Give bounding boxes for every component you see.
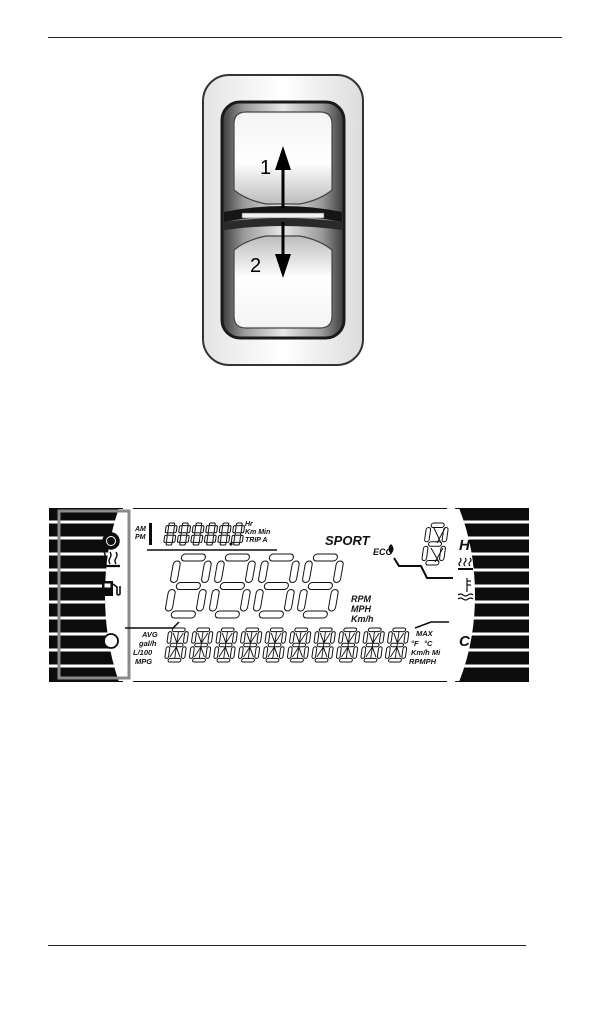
- top-digit-1: [163, 522, 178, 546]
- unit-trip-label: TRIP A: [245, 537, 267, 544]
- right-bar-gauge: [447, 508, 529, 682]
- gear-diagonals: [430, 527, 446, 563]
- top-digit-1: [149, 523, 152, 545]
- top-digit-3: [190, 522, 205, 546]
- heater-small-icon: [458, 557, 473, 570]
- bottom-char-8: [335, 627, 361, 663]
- main-digit-3: [253, 553, 300, 619]
- eco-leaf-icon: [388, 544, 394, 554]
- indicator-light-icon: [102, 532, 120, 550]
- unit-km-min-label: Km Min: [245, 529, 270, 536]
- bottom-char-6: [286, 627, 312, 663]
- temp-cold-label: C: [459, 633, 471, 650]
- top-digit-5: [217, 522, 232, 546]
- main-digit-2: [209, 553, 256, 619]
- indicator-ring-icon: [103, 633, 119, 649]
- icon-highlight-frame: [57, 509, 131, 680]
- bottom-char-3: [213, 627, 238, 663]
- top-digit-2: [176, 522, 191, 546]
- label-deg-c: °C: [424, 639, 433, 648]
- top-rule: [48, 37, 562, 38]
- gear-connector-line: [393, 557, 453, 579]
- label-max: MAX: [416, 629, 434, 638]
- bottom-char-10: [384, 627, 410, 663]
- fuel-icon: [102, 581, 121, 596]
- top-decimal-point: [229, 542, 233, 546]
- temp-hot-label: H: [459, 537, 471, 554]
- rocker-switch-figure: 1 2: [202, 74, 364, 366]
- bottom-right-bracket: [414, 621, 449, 629]
- switch-lower-pad: [233, 235, 333, 329]
- unit-rpm-label: RPM: [351, 594, 372, 604]
- top-digit-row: [149, 522, 245, 546]
- label-avg: AVG: [141, 630, 158, 639]
- label-rpmph: RPMPH: [409, 657, 437, 666]
- coolant-temperature-icon: [457, 578, 474, 601]
- arrow-up-icon: [275, 146, 291, 208]
- bottom-rule: [48, 945, 526, 946]
- bottom-char-9: [360, 627, 385, 663]
- label-mpg: MPG: [135, 657, 152, 666]
- bottom-char-1: [164, 627, 189, 663]
- top-digit-6: [230, 522, 245, 546]
- top-digit-4: [203, 522, 218, 546]
- bottom-char-7: [311, 627, 336, 663]
- label-l-100: L/100: [133, 648, 153, 657]
- arrow-down-label: 2: [250, 255, 261, 277]
- arrow-down-icon: [275, 222, 291, 278]
- arrow-up-label: 1: [260, 157, 271, 179]
- bottom-char-4: [237, 627, 263, 663]
- unit-kmh-label: Km/h: [351, 614, 374, 624]
- gear-segment-display: [421, 522, 449, 566]
- bottom-char-2: [188, 627, 214, 663]
- clock-pm-label: PM: [135, 534, 146, 541]
- main-digit-1: [165, 553, 212, 619]
- label-gal-h: gal/h: [138, 639, 157, 648]
- lcd-display-figure: AM PM Hr Km Min TRIP A SPORT ECO RPM MPH…: [49, 508, 529, 682]
- label-deg-f: °F: [411, 639, 419, 648]
- heater-icon: [102, 551, 120, 568]
- unit-mph-label: MPH: [351, 604, 372, 614]
- mode-eco-label: ECO: [373, 547, 393, 557]
- clock-am-label: AM: [134, 526, 146, 533]
- bottom-alphanumeric-row: [164, 627, 410, 663]
- main-digit-4: [297, 553, 344, 619]
- label-kmh-mi: Km/h Mi: [411, 648, 441, 657]
- mode-sport-label: SPORT: [325, 533, 371, 548]
- main-digit-display: [165, 553, 344, 619]
- unit-hr-label: Hr: [245, 521, 254, 528]
- bottom-char-5: [262, 627, 287, 663]
